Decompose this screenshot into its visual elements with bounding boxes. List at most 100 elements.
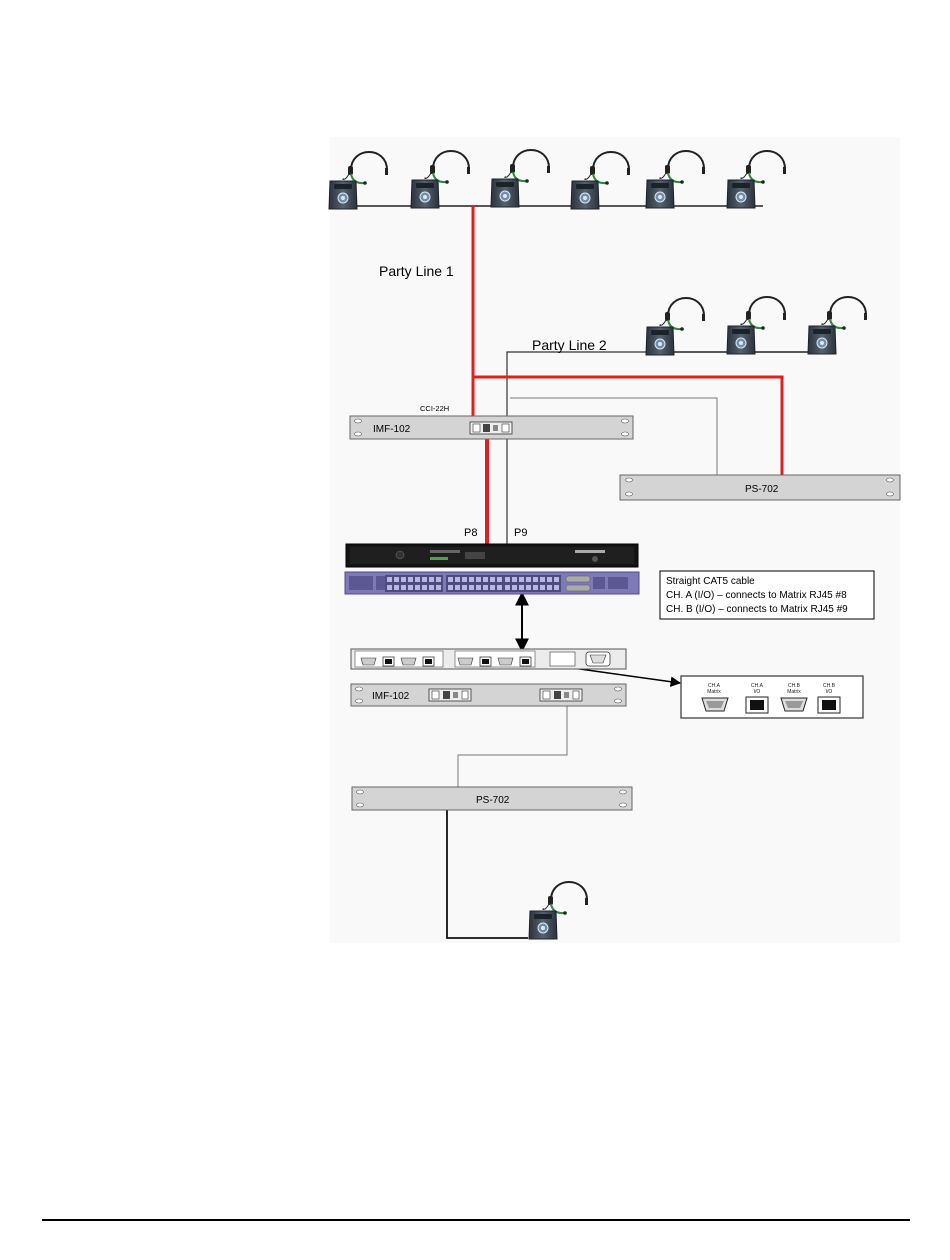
- rj45-port-icon: [401, 585, 406, 590]
- beltpack-icon: [646, 180, 674, 208]
- rj45-port-icon: [512, 585, 517, 590]
- rj45-port-icon: [436, 577, 441, 582]
- detail-port-4-line2: I/O: [826, 689, 833, 695]
- party-line-2-label: Party Line 2: [532, 337, 607, 353]
- rj45-bank: [385, 575, 443, 592]
- rj45-port-icon: [401, 577, 406, 582]
- rj45-port-icon: [540, 585, 545, 590]
- beltpack-icon: [571, 181, 599, 209]
- rj45-port-icon: [540, 577, 545, 582]
- beltpack-icon: [727, 180, 755, 208]
- p9-label: P9: [514, 527, 527, 539]
- beltpack-icon: [646, 327, 674, 355]
- note-line-1: Straight CAT5 cable: [666, 576, 755, 587]
- rj45-port-icon: [547, 577, 552, 582]
- rj45-port-icon: [533, 577, 538, 582]
- port-detail-callout: CH.A Matrix CH.A I/O CH.B Matrix CH.B I/…: [681, 676, 863, 718]
- interface-rear-panel: [351, 649, 626, 669]
- rj45-port-icon: [505, 577, 510, 582]
- cci-22h-label: CCI-22H: [420, 404, 449, 413]
- rj45-bank: [503, 575, 561, 592]
- rj45-port-icon: [818, 697, 840, 713]
- imf-102-bottom-panel: IMF-102: [351, 684, 626, 706]
- rj45-port-icon: [448, 577, 453, 582]
- matrix-frame-front: [346, 544, 638, 567]
- rj45-port-icon: [490, 577, 495, 582]
- note-line-2: CH. A (I/O) – connects to Matrix RJ45 #8: [666, 590, 847, 601]
- matrix-frame-rear: [345, 572, 639, 594]
- cable-note-box: Straight CAT5 cable CH. A (I/O) – connec…: [660, 571, 874, 619]
- db9-connector-icon: [458, 658, 473, 665]
- imf-102-bottom-label: IMF-102: [372, 691, 410, 702]
- rj45-port-icon: [422, 577, 427, 582]
- rj45-port-icon: [436, 585, 441, 590]
- rj45-port-icon: [455, 577, 460, 582]
- detail-port-3-line2: Matrix: [787, 689, 801, 695]
- cci-22h-module: [470, 422, 512, 434]
- db9-connector-icon: [702, 698, 728, 711]
- rj45-port-icon: [476, 585, 481, 590]
- p8-label: P8: [464, 527, 477, 539]
- rj45-port-icon: [429, 577, 434, 582]
- rj45-port-icon: [455, 585, 460, 590]
- rj45-port-icon: [512, 577, 517, 582]
- rj45-port-icon: [429, 585, 434, 590]
- party-line-1-label: Party Line 1: [379, 263, 454, 279]
- ps-702-bottom-panel: PS-702: [352, 787, 632, 810]
- beltpack-icon: [491, 179, 519, 207]
- rj45-port-icon: [497, 577, 502, 582]
- ps-702-top-label: PS-702: [745, 484, 779, 495]
- rj45-port-icon: [526, 585, 531, 590]
- rj45-port-icon: [469, 577, 474, 582]
- rj45-port-icon: [547, 585, 552, 590]
- rj45-port-icon: [462, 577, 467, 582]
- rj45-port-icon: [519, 585, 524, 590]
- rj45-port-icon: [448, 585, 453, 590]
- beltpack-icon: [529, 911, 557, 939]
- db9-connector-icon: [781, 698, 807, 711]
- rj45-port-icon: [415, 577, 420, 582]
- detail-port-1-line2: Matrix: [707, 689, 721, 695]
- rj45-port-icon: [483, 585, 488, 590]
- rj45-port-icon: [462, 585, 467, 590]
- imf-102-top-label: IMF-102: [373, 424, 411, 435]
- ps-702-bottom-label: PS-702: [476, 795, 510, 806]
- ps-702-top-panel: PS-702: [620, 475, 900, 500]
- beltpack-icon: [808, 326, 836, 354]
- detail-port-2-line2: I/O: [754, 689, 761, 695]
- rj45-port-icon: [469, 585, 474, 590]
- db9-connector-icon: [498, 658, 513, 665]
- rj45-port-icon: [519, 577, 524, 582]
- rj45-port-icon: [490, 585, 495, 590]
- interface-module-1: [429, 689, 471, 701]
- rj45-port-icon: [394, 577, 399, 582]
- rj45-port-icon: [476, 577, 481, 582]
- rj45-port-icon: [387, 585, 392, 590]
- rj45-port-icon: [554, 585, 559, 590]
- rj45-port-icon: [415, 585, 420, 590]
- rj45-port-icon: [497, 585, 502, 590]
- footer-rule: [42, 1219, 910, 1221]
- figure-background: [330, 137, 900, 943]
- beltpack-icon: [329, 181, 357, 209]
- beltpack-icon: [411, 180, 439, 208]
- rj45-port-icon: [533, 585, 538, 590]
- rj45-port-icon: [408, 577, 413, 582]
- beltpack-icon: [727, 326, 755, 354]
- rj45-port-icon: [483, 577, 488, 582]
- note-line-3: CH. B (I/O) – connects to Matrix RJ45 #9: [666, 604, 848, 615]
- rj45-port-icon: [387, 577, 392, 582]
- db9-connector-icon: [401, 658, 416, 665]
- rj45-port-icon: [408, 585, 413, 590]
- power-inlet-icon: [586, 652, 610, 666]
- rj45-port-icon: [554, 577, 559, 582]
- rj45-port-icon: [746, 697, 768, 713]
- rj45-port-icon: [422, 585, 427, 590]
- rj45-port-icon: [526, 577, 531, 582]
- rj45-port-icon: [505, 585, 510, 590]
- interface-module-2: [540, 689, 582, 701]
- rj45-bank: [446, 575, 504, 592]
- rj45-port-icon: [394, 585, 399, 590]
- db9-connector-icon: [361, 658, 376, 665]
